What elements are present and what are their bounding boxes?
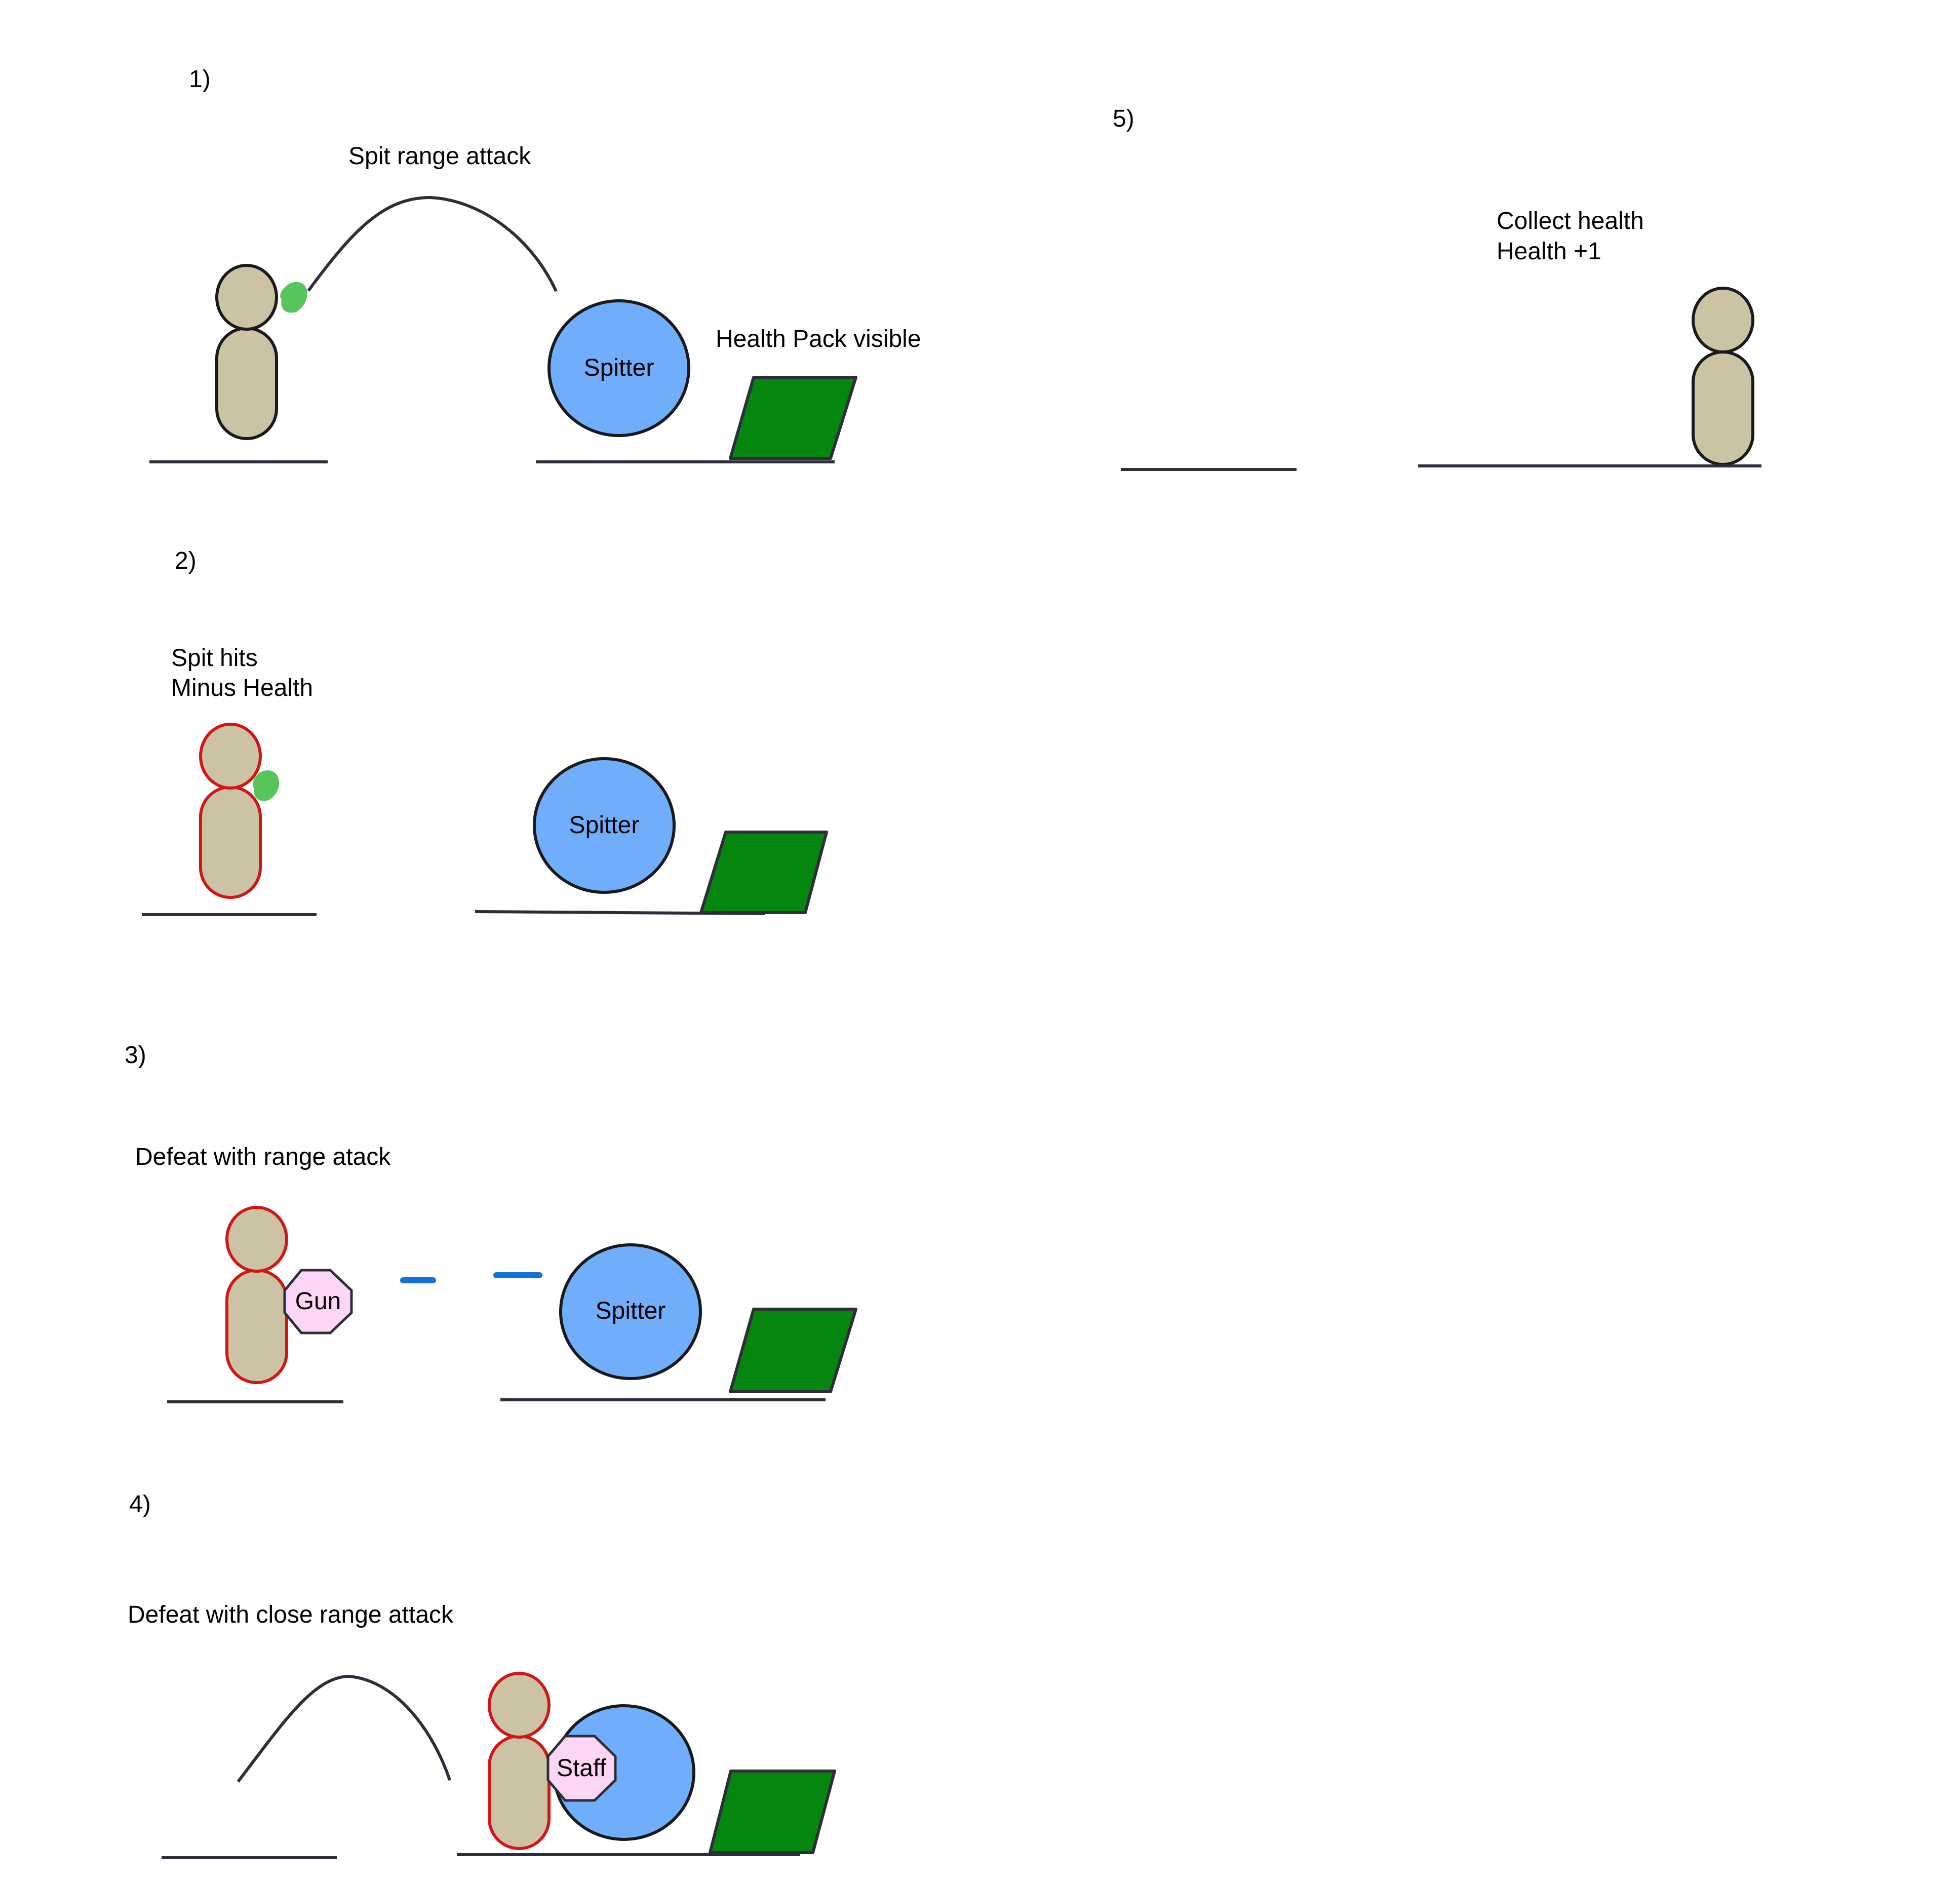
player-body bbox=[488, 1735, 551, 1850]
minus-health-warning: Minus Health bbox=[171, 675, 313, 701]
spit-projectile bbox=[280, 282, 307, 313]
gun-label: Gun bbox=[295, 1288, 341, 1315]
spit-splat bbox=[253, 770, 280, 801]
range-defeat-caption: Defeat with range atack bbox=[135, 1144, 391, 1170]
player-body bbox=[225, 1269, 288, 1384]
player-character bbox=[1692, 287, 1754, 466]
player-character-melee: Staff bbox=[488, 1672, 617, 1850]
player-head bbox=[215, 264, 278, 331]
player-body bbox=[199, 785, 262, 899]
panel-number: 4) bbox=[129, 1491, 151, 1518]
player-body bbox=[215, 327, 278, 440]
player-head bbox=[1692, 287, 1754, 353]
panel-number: 3) bbox=[125, 1042, 146, 1069]
panel-number: 5) bbox=[1113, 105, 1134, 132]
health-pack bbox=[729, 376, 857, 460]
panel-2: 2) Spit hits Minus Health Spitter bbox=[142, 547, 828, 916]
spitter-enemy: Spitter bbox=[533, 757, 676, 894]
panel-4: 4) Defeat with close range attack Staff bbox=[128, 1491, 836, 1859]
spitter-label: Spitter bbox=[596, 1298, 666, 1324]
health-pack bbox=[709, 1770, 836, 1854]
player-character bbox=[215, 264, 278, 440]
health-pack bbox=[729, 1308, 857, 1393]
panel-5: 5) Collect health Health +1 bbox=[1113, 105, 1761, 471]
player-body bbox=[1692, 350, 1754, 466]
player-character-damaged bbox=[199, 723, 262, 899]
spitter-label: Spitter bbox=[584, 355, 654, 381]
staff-weapon bbox=[546, 1735, 617, 1802]
health-pack bbox=[699, 831, 828, 914]
close-defeat-caption: Defeat with close range attack bbox=[128, 1601, 454, 1628]
health-plus-caption: Health +1 bbox=[1497, 238, 1601, 265]
player-character-armed: Gun bbox=[225, 1206, 353, 1384]
gun-weapon bbox=[283, 1269, 353, 1334]
jump-arc bbox=[237, 1674, 451, 1783]
spitter-body bbox=[533, 757, 676, 894]
health-pack-caption: Health Pack visible bbox=[716, 326, 921, 352]
spitter-label: Spitter bbox=[569, 812, 640, 839]
collect-caption: Collect health bbox=[1497, 208, 1644, 234]
attack-caption: Spit range attack bbox=[348, 143, 531, 170]
panel-3: 3) Defeat with range atack Gun Spitter bbox=[125, 1042, 857, 1403]
panel-1: 1) Spit range attack Spitter Health Pack… bbox=[149, 66, 921, 463]
panel-number: 1) bbox=[189, 66, 211, 93]
spit-trajectory-arc bbox=[307, 195, 558, 292]
player-head bbox=[225, 1206, 288, 1273]
staff-label: Staff bbox=[557, 1755, 607, 1782]
spitter-enemy: Spitter bbox=[547, 299, 690, 437]
spitter-body bbox=[559, 1243, 702, 1380]
spitter-enemy: Spitter bbox=[559, 1243, 702, 1380]
hit-caption: Spit hits bbox=[171, 645, 258, 672]
player-head bbox=[488, 1672, 551, 1739]
player-head bbox=[199, 723, 262, 790]
panel-number: 2) bbox=[175, 547, 197, 574]
spitter-body bbox=[547, 299, 690, 437]
